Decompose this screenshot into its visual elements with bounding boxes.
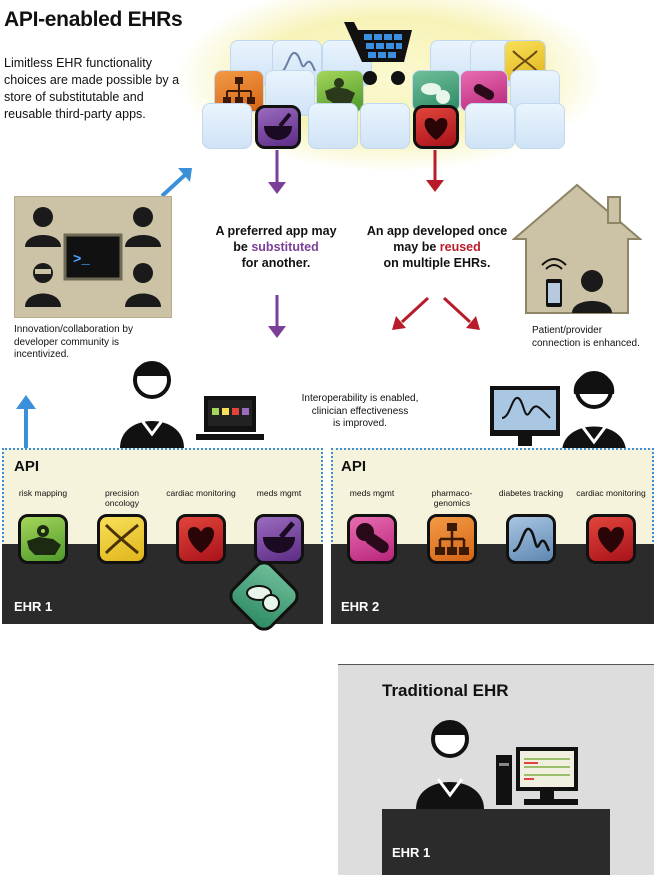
interop-line1: Interoperability is enabled, — [301, 393, 419, 404]
us-map-pin-icon — [325, 78, 355, 103]
us-map-pin-icon — [27, 525, 61, 555]
pill-bottle-icon — [421, 83, 450, 104]
developers-icon: >_ — [25, 207, 161, 307]
app-cardiac-monitoring[interactable] — [586, 514, 636, 564]
patient-house-icon — [512, 183, 642, 314]
ehr2-panel: API EHR 2 meds mgmt pharmaco-genomics di… — [331, 448, 654, 624]
substituted-pre: be — [233, 240, 252, 254]
interop-caption: Interoperability is enabled, clinician e… — [280, 393, 440, 431]
app-pharmacogenomics[interactable] — [427, 514, 477, 564]
ehr1-panel: API EHR 1 risk mapping precision oncolog… — [2, 448, 323, 624]
app-meds-mgmt-pills[interactable] — [347, 514, 397, 564]
clinician-monitor-icon — [490, 371, 626, 452]
community-arrow-icon — [16, 395, 36, 449]
store-tile[interactable] — [202, 103, 252, 149]
mortar-pestle-icon — [263, 521, 295, 553]
pills-icon — [356, 523, 389, 554]
app-cardiac-monitoring[interactable] — [176, 514, 226, 564]
substituted-line3: for another. — [241, 256, 311, 270]
app-precision-oncology[interactable] — [97, 514, 147, 564]
app-label-cardiac-monitoring: cardiac monitoring — [166, 488, 236, 498]
app-label-diabetes-tracking: diabetes tracking — [498, 488, 564, 498]
store-tile[interactable] — [308, 103, 358, 149]
heart-icon — [424, 118, 448, 140]
app-label-meds-mgmt: meds mgmt — [256, 488, 302, 498]
glucose-curve-icon — [512, 527, 551, 553]
reused-line3: on multiple EHRs. — [383, 256, 491, 270]
pills-icon — [473, 84, 495, 100]
interop-line3: is improved. — [333, 418, 387, 429]
heart-icon — [187, 527, 215, 553]
mortar-pestle-icon — [264, 112, 292, 140]
heart-icon — [597, 527, 625, 553]
shopping-cart-icon — [344, 22, 412, 85]
interop-line2: clinician effectiveness — [311, 405, 409, 417]
traditional-ehr-base — [382, 809, 610, 875]
app-label-risk-mapping: risk mapping — [18, 488, 68, 498]
page-title: API-enabled EHRs — [4, 8, 183, 31]
traditional-title: Traditional EHR — [382, 681, 509, 700]
app-label-pharmacogenomics: pharmaco-genomics — [431, 488, 473, 508]
developer-community-panel: >_ — [14, 196, 172, 318]
app-label-cardiac-monitoring: cardiac monitoring — [576, 488, 646, 498]
hierarchy-icon — [435, 523, 469, 555]
glucose-curve-icon — [278, 52, 316, 74]
clinician-laptop-icon — [120, 361, 264, 448]
reused-pre: may be — [393, 240, 440, 254]
pill-bottle-icon — [246, 585, 280, 612]
substituted-app-pills[interactable] — [224, 556, 304, 636]
store-tile-cardiac[interactable] — [413, 105, 459, 149]
svg-text:>_: >_ — [73, 252, 90, 268]
store-tile[interactable] — [360, 103, 410, 149]
app-diabetes-tracking[interactable] — [506, 514, 556, 564]
app-label-meds-mgmt: meds mgmt — [349, 488, 395, 498]
intro-text: Limitless EHR functionality choices are … — [4, 56, 180, 121]
store-tile-meds[interactable] — [255, 105, 301, 149]
traditional-ehr-label: EHR 1 — [392, 845, 431, 860]
community-caption: Innovation/collaboration by developer co… — [14, 324, 133, 360]
patient-caption: Patient/provider connection is enhanced. — [532, 325, 640, 349]
store-tile[interactable] — [465, 103, 515, 149]
flow-arrows — [160, 150, 480, 338]
hierarchy-icon — [223, 77, 255, 104]
ehr1-api-label: API — [14, 458, 40, 475]
ehr2-api-label: API — [341, 458, 367, 475]
traditional-ehr-panel: Traditional EHR EHR 1 — [338, 664, 654, 875]
substituted-line1: A preferred app may — [215, 224, 337, 238]
substituted-text: A preferred app may be substituted for a… — [206, 223, 346, 271]
reused-highlight: reused — [439, 240, 481, 254]
app-meds-mgmt[interactable] — [254, 514, 304, 564]
reused-line2: may be reused — [362, 239, 512, 255]
app-risk-mapping[interactable] — [18, 514, 68, 564]
reused-text: An app developed once may be reused on m… — [362, 223, 512, 271]
dna-icon — [512, 50, 538, 72]
app-label-precision-oncology: precision oncology — [104, 488, 140, 508]
ehr1-label: EHR 1 — [14, 599, 53, 614]
substituted-line2: be substituted — [206, 239, 346, 255]
store-tile[interactable] — [515, 103, 565, 149]
reused-line1: An app developed once — [366, 224, 508, 238]
substituted-highlight: substituted — [251, 240, 319, 254]
dna-icon — [104, 523, 139, 555]
ehr2-label: EHR 2 — [341, 599, 380, 614]
clinician-desktop-icon — [416, 720, 578, 809]
